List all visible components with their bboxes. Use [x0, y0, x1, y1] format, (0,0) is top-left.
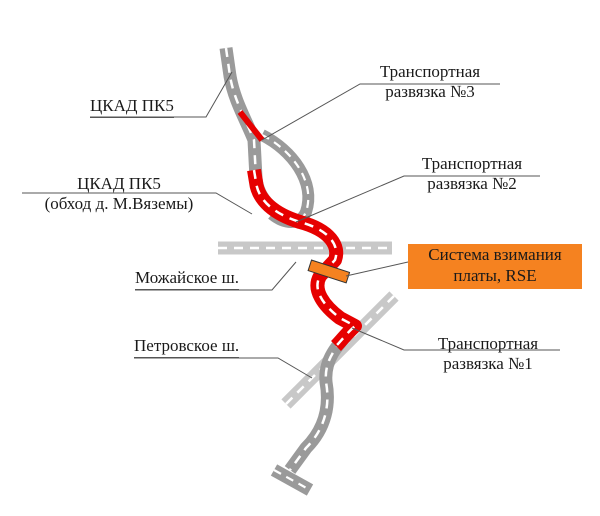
interchange-2-line-2: развязка №2 — [427, 174, 517, 193]
label-petrovskoe: Петровское ш. — [134, 336, 240, 358]
toll-system-line-1: Система взимания — [428, 245, 562, 264]
interchange-3-line-2: развязка №3 — [385, 82, 475, 101]
label-interchange-3: Транспортная развязка №3 — [360, 62, 500, 102]
label-mozhaiskoe: Можайское ш. — [135, 268, 239, 290]
label-interchange-1: Транспортная развязка №1 — [416, 334, 560, 374]
interchange-1-line-1: Транспортная — [437, 334, 539, 353]
label-ckad-pk5: ЦКАД ПК5 — [90, 96, 174, 118]
ckad-road-end — [270, 464, 314, 496]
interchange-1-line-2: развязка №1 — [443, 354, 533, 373]
ckad-bypass-line-2: (обход д. М.Вяземы) — [44, 194, 194, 213]
label-toll-system: Система взимания платы, RSE — [408, 244, 582, 289]
interchange-2-line-1: Транспортная — [421, 154, 523, 173]
interchange-3-line-1: Транспортная — [379, 62, 481, 81]
highlighted-section — [237, 110, 362, 351]
toll-gantry — [307, 259, 351, 284]
toll-system-line-2: платы, RSE — [453, 266, 537, 285]
label-ckad-bypass: ЦКАД ПК5 (обход д. М.Вяземы) — [22, 174, 216, 214]
label-interchange-2: Транспортная развязка №2 — [402, 154, 542, 194]
ckad-bypass-line-1: ЦКАД ПК5 — [77, 174, 161, 193]
